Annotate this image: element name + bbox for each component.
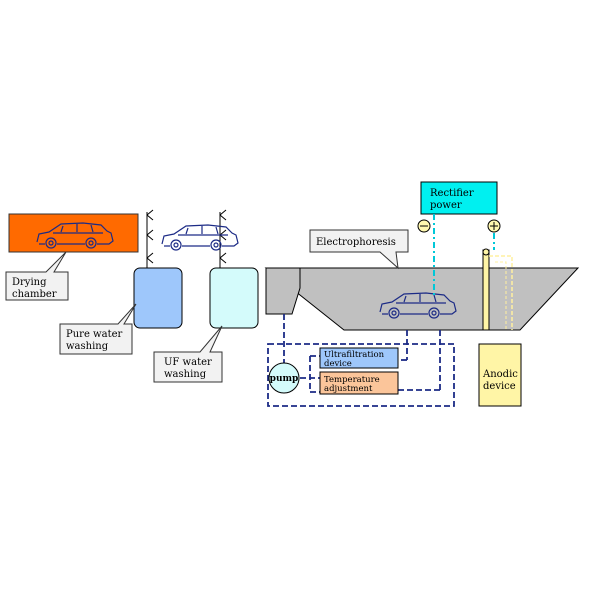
spray-bar-uf	[219, 209, 227, 268]
uf-water-tank	[209, 267, 259, 329]
ultrafiltration-label-2: device	[324, 359, 352, 369]
electrophoresis-callout	[309, 229, 409, 270]
temperature-label-2: adjustment	[324, 384, 373, 394]
temperature-label-1: Temperature	[324, 375, 380, 385]
circulation-loop	[267, 343, 455, 407]
circulation-pipes	[283, 314, 441, 393]
electrophoresis-tank	[264, 267, 580, 331]
minus-terminal-icon	[417, 219, 431, 233]
pump-label: pump	[270, 374, 299, 384]
pure-water-label-1: Pure water	[66, 329, 123, 340]
electrophoresis-label: Electrophoresis	[316, 237, 396, 248]
anodic-label-1: Anodic	[482, 369, 518, 380]
drying-chamber-callout	[5, 251, 69, 301]
uf-water-label-1: UF water	[164, 357, 212, 368]
plus-terminal-icon	[487, 219, 501, 233]
rectifier-power-box	[420, 181, 498, 215]
ultrafiltration-label-1: Ultrafiltration	[324, 350, 385, 360]
ultrafiltration-box	[319, 347, 399, 369]
spray-bar-pure	[146, 209, 154, 268]
drying-chamber-label-1: Drying	[12, 277, 47, 288]
pure-water-tank	[133, 267, 183, 329]
anodic-device-box	[478, 343, 522, 407]
rectifier-label-1: Rectifier	[430, 188, 474, 199]
drying-chamber-label-2: chamber	[12, 289, 57, 300]
pure-water-label-2: washing	[66, 341, 109, 352]
pure-water-callout	[59, 303, 137, 355]
temperature-box	[319, 371, 399, 395]
uf-water-label-2: washing	[164, 369, 207, 380]
anode-electrode	[482, 249, 490, 331]
uf-water-callout	[153, 325, 223, 383]
rectifier-label-2: power	[430, 200, 462, 211]
pump-icon	[268, 362, 300, 394]
anode-dashed-path	[489, 255, 513, 330]
overflow-tank	[265, 267, 301, 315]
car-between-sprays-icon	[161, 224, 239, 251]
anodic-label-2: device	[483, 381, 516, 392]
